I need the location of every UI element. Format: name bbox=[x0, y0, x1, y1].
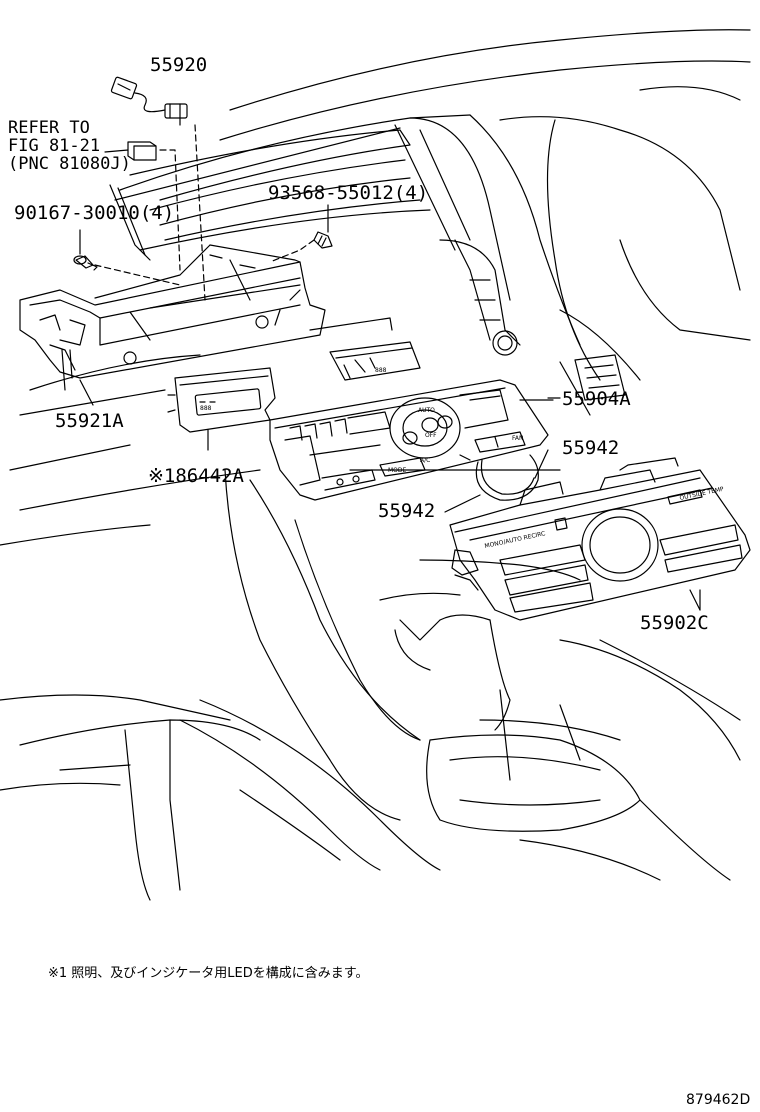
callout-55920: 55920 bbox=[150, 54, 208, 76]
clip-93568 bbox=[269, 204, 333, 263]
display-digits: 888 bbox=[200, 405, 212, 412]
figure-id: 879462D bbox=[686, 1092, 751, 1108]
callout-90167: 90167-30010(4) bbox=[14, 202, 175, 224]
mode-label: MODE bbox=[388, 467, 407, 474]
harness-55920 bbox=[110, 76, 206, 301]
control-panel-55904A bbox=[269, 379, 561, 501]
dashboard-outline bbox=[0, 29, 751, 901]
callout-55904A: 55904A bbox=[562, 388, 631, 410]
outside-temp-text: OUTSIDE TEMP bbox=[679, 486, 725, 502]
connector-81080J bbox=[104, 141, 181, 271]
callout-55942-center: 55942 bbox=[378, 500, 436, 522]
display-86442A bbox=[167, 367, 276, 451]
footnote: ※1 照明、及びインジケータ用LEDを構成に含みます。 bbox=[48, 966, 369, 981]
upper-display-digits: 888 bbox=[375, 367, 387, 374]
upper-display bbox=[309, 317, 421, 381]
callout-93568: 93568-55012(4) bbox=[268, 182, 429, 204]
screw-90167 bbox=[73, 229, 181, 286]
callout-55942-right: 55942 bbox=[562, 437, 620, 459]
faceplate-text: MONO/AUTO RECIRC bbox=[484, 530, 546, 550]
ring-55942 bbox=[444, 449, 549, 513]
leader-lines bbox=[79, 379, 701, 611]
bracket-55921A bbox=[19, 244, 326, 391]
callout-55921A: 55921A bbox=[55, 410, 124, 432]
callout-55902C: 55902C bbox=[640, 612, 709, 634]
refer-line-3: (PNC 81080J) bbox=[8, 154, 131, 174]
refer-line-1: REFER TO bbox=[8, 118, 90, 138]
off-label: OFF bbox=[425, 432, 437, 439]
faceplate-55902C bbox=[449, 457, 751, 621]
fan-label: FAN bbox=[512, 435, 524, 442]
ac-label: A/C bbox=[420, 457, 430, 464]
callout-86442A: ※186442A bbox=[148, 465, 244, 487]
auto-label: AUTO bbox=[418, 407, 435, 414]
refer-line-2: FIG 81-21 bbox=[8, 136, 101, 156]
